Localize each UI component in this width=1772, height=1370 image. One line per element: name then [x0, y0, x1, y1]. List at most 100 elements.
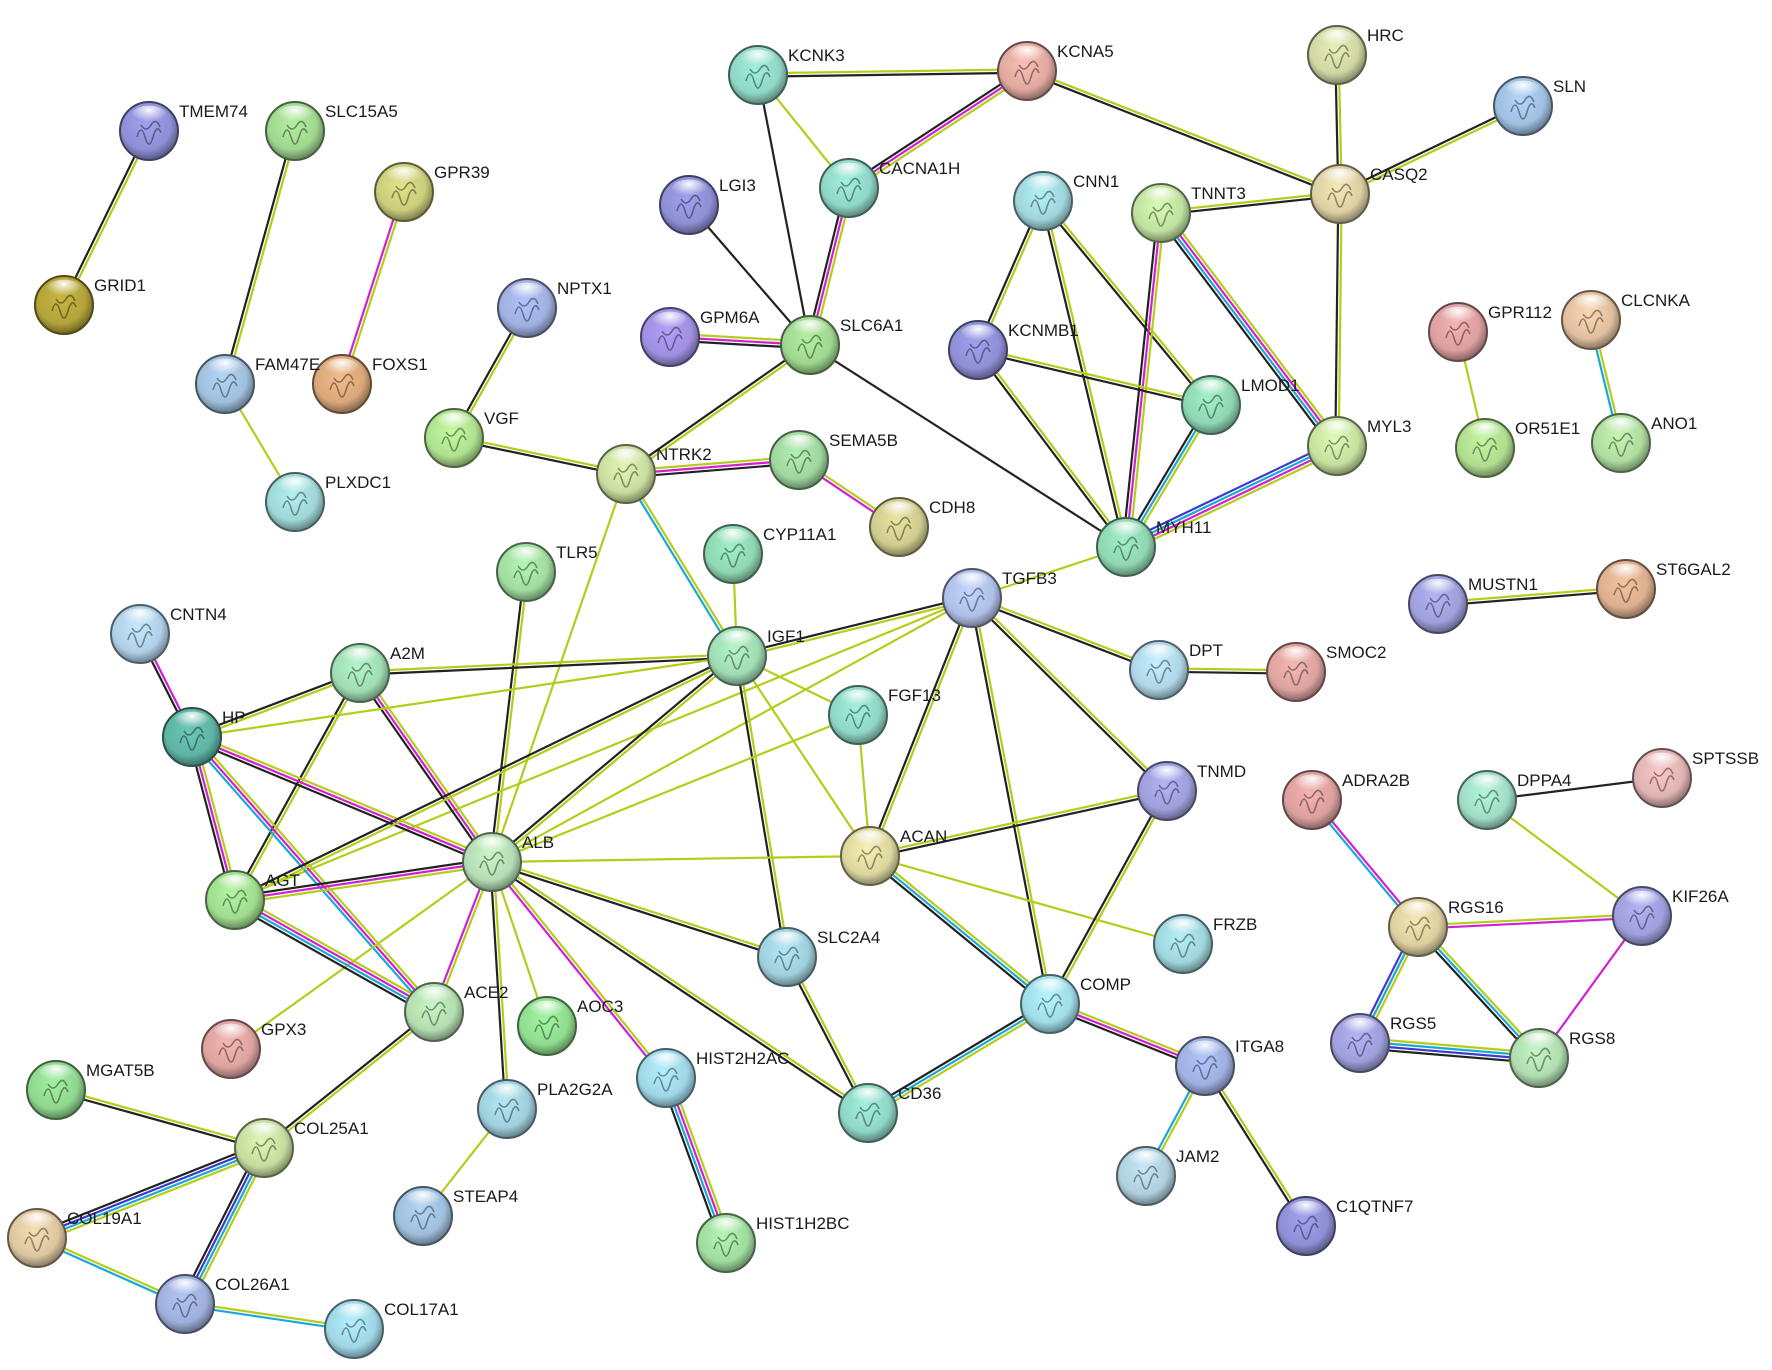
node-gpm6a[interactable]: GPM6A: [640, 307, 760, 367]
node-highlight: [1294, 774, 1330, 796]
node-highlight: [122, 608, 158, 630]
node-alb[interactable]: ALB: [462, 832, 554, 892]
edge-hp-alb: [189, 732, 495, 867]
node-kcnk3[interactable]: KCNK3: [728, 45, 845, 105]
edge-line-textmining: [1128, 212, 1166, 549]
node-highlight: [1608, 563, 1644, 585]
node-lmod1[interactable]: LMOD1: [1181, 375, 1300, 435]
node-aoc3[interactable]: AOC3: [517, 996, 623, 1056]
node-label: GPM6A: [700, 308, 760, 327]
node-highlight: [1505, 80, 1541, 102]
node-lgi3[interactable]: LGI3: [659, 175, 756, 235]
node-ntrk2[interactable]: NTRK2: [596, 444, 712, 504]
node-col26a1[interactable]: COL26A1: [155, 1274, 290, 1334]
edge-line-coexpression: [490, 862, 788, 960]
node-vgf[interactable]: VGF: [424, 408, 519, 468]
node-rgs5[interactable]: RGS5: [1330, 1013, 1436, 1073]
node-highlight: [1141, 644, 1177, 666]
node-or51e1[interactable]: OR51E1: [1455, 418, 1580, 478]
node-kcnmb1[interactable]: KCNMB1: [948, 320, 1079, 380]
node-igf1[interactable]: IGF1: [707, 626, 805, 686]
node-gpr112[interactable]: GPR112: [1428, 302, 1552, 362]
node-plxdc1[interactable]: PLXDC1: [265, 472, 391, 532]
node-fgf13[interactable]: FGF13: [828, 685, 941, 745]
node-hist2h2ac[interactable]: HIST2H2AC: [636, 1048, 790, 1108]
node-dpt[interactable]: DPT: [1129, 640, 1223, 700]
node-label: TNMD: [1197, 762, 1246, 781]
node-rgs8[interactable]: RGS8: [1509, 1028, 1615, 1088]
edge-line-databases: [866, 1002, 1052, 1115]
node-adra2b[interactable]: ADRA2B: [1282, 770, 1410, 830]
node-highlight: [1624, 890, 1660, 912]
node-cyp11a1[interactable]: CYP11A1: [703, 524, 836, 584]
node-tnnt3[interactable]: TNNT3: [1131, 183, 1246, 243]
node-nptx1[interactable]: NPTX1: [497, 278, 612, 338]
node-sema5b[interactable]: SEMA5B: [769, 430, 898, 490]
node-itga8[interactable]: ITGA8: [1175, 1036, 1284, 1096]
node-kcna5[interactable]: KCNA5: [997, 41, 1114, 101]
node-rgs16[interactable]: RGS16: [1388, 897, 1504, 957]
node-c1qtnf7[interactable]: C1QTNF7: [1276, 1196, 1413, 1256]
node-steap4[interactable]: STEAP4: [393, 1186, 518, 1246]
node-slc15a5[interactable]: SLC15A5: [265, 101, 398, 161]
node-sln[interactable]: SLN: [1493, 76, 1586, 136]
node-fam47e[interactable]: FAM47E: [195, 354, 320, 414]
node-dppa4[interactable]: DPPA4: [1457, 770, 1572, 830]
node-cacna1h[interactable]: CACNA1H: [819, 158, 960, 218]
node-label: CNTN4: [170, 605, 227, 624]
node-tmem74[interactable]: TMEM74: [119, 101, 248, 161]
edge-line-textmining: [491, 859, 871, 1113]
node-sptssb[interactable]: SPTSSB: [1632, 748, 1759, 808]
node-frzb[interactable]: FRZB: [1153, 914, 1257, 974]
node-tlr5[interactable]: TLR5: [496, 542, 598, 602]
node-hp[interactable]: HP: [162, 707, 246, 767]
node-st6gal2[interactable]: ST6GAL2: [1596, 559, 1731, 619]
node-cdh8[interactable]: CDH8: [869, 497, 975, 557]
node-hrc[interactable]: HRC: [1307, 25, 1404, 85]
node-clcnka[interactable]: CLCNKA: [1561, 290, 1691, 350]
node-foxs1[interactable]: FOXS1: [312, 354, 428, 414]
node-a2m[interactable]: A2M: [330, 643, 425, 703]
edge-line-textmining: [235, 672, 363, 902]
node-jam2[interactable]: JAM2: [1116, 1146, 1219, 1206]
node-col19a1[interactable]: COL19A1: [7, 1208, 142, 1268]
node-col25a1[interactable]: COL25A1: [234, 1118, 369, 1178]
node-slc2a4[interactable]: SLC2A4: [757, 927, 880, 987]
node-mustn1[interactable]: MUSTN1: [1408, 574, 1538, 634]
node-slc6a1[interactable]: SLC6A1: [780, 315, 903, 375]
node-casq2[interactable]: CASQ2: [1310, 164, 1428, 224]
edge-line-coexpression: [1202, 1065, 1306, 1229]
node-hist1h2bc[interactable]: HIST1H2BC: [696, 1213, 850, 1273]
node-cnn1[interactable]: CNN1: [1013, 171, 1119, 231]
node-ace2[interactable]: ACE2: [404, 982, 508, 1042]
node-grid1[interactable]: GRID1: [34, 275, 146, 335]
node-myh11[interactable]: MYH11: [1096, 517, 1211, 577]
node-smoc2[interactable]: SMOC2: [1266, 642, 1386, 702]
node-gpr39[interactable]: GPR39: [374, 162, 490, 222]
node-tgfb3[interactable]: TGFB3: [942, 568, 1057, 628]
node-acan[interactable]: ACAN: [840, 826, 947, 886]
node-ano1[interactable]: ANO1: [1591, 413, 1697, 473]
node-myl3[interactable]: MYL3: [1307, 416, 1411, 476]
edge-line-coexpression: [222, 129, 295, 385]
node-col17a1[interactable]: COL17A1: [324, 1299, 459, 1359]
edge-line-coexpression: [975, 349, 1126, 550]
node-agt[interactable]: AGT: [205, 870, 300, 930]
node-gpx3[interactable]: GPX3: [201, 1019, 306, 1079]
node-pla2g2a[interactable]: PLA2G2A: [477, 1079, 613, 1139]
edge-line-homology: [1122, 440, 1336, 544]
edge-line-textmining: [191, 673, 362, 740]
edge-line-databases: [233, 900, 435, 1015]
node-comp[interactable]: COMP: [1020, 974, 1131, 1034]
node-highlight: [792, 319, 828, 341]
edge-line-coexpression: [969, 598, 1167, 794]
node-tnmd[interactable]: TNMD: [1137, 761, 1246, 821]
edge-line-coexpression: [189, 739, 492, 867]
node-label: OR51E1: [1515, 419, 1580, 438]
node-mgat5b[interactable]: MGAT5B: [26, 1060, 155, 1120]
node-cd36[interactable]: CD36: [838, 1083, 941, 1143]
node-cntn4[interactable]: CNTN4: [110, 604, 227, 664]
node-kif26a[interactable]: KIF26A: [1612, 886, 1729, 946]
edge-line-textmining: [234, 864, 494, 905]
node-highlight: [671, 179, 707, 201]
